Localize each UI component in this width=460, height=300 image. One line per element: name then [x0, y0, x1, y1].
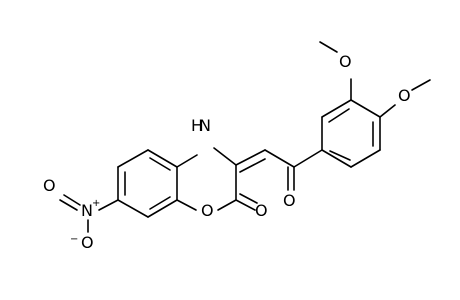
lactone-carbonyl — [235, 193, 258, 211]
nitro-oxygen-top-label: O — [43, 176, 56, 195]
oxazinone-ring — [176, 147, 237, 211]
methoxy-groups — [319, 41, 431, 118]
methoxy-oxygen-3-label: O — [339, 52, 352, 71]
nitro-nitrogen-label: N — [81, 201, 93, 220]
benzo-ring — [117, 149, 178, 218]
nitro-oxygen-minus-label: O — [81, 233, 94, 252]
vinyl-ketone-linker — [235, 149, 323, 191]
lactone-oxygen-label: O — [255, 201, 268, 220]
nitro-group — [59, 194, 119, 233]
methoxy-oxygen-4-label: O — [398, 86, 411, 105]
nitro-plus-charge: + — [92, 198, 100, 209]
ring-oxygen-label: O — [201, 201, 214, 220]
nh-nitrogen-label: N — [199, 116, 211, 135]
dimethoxyphenyl-ring — [321, 99, 381, 168]
ketone-oxygen-label: O — [283, 191, 296, 210]
nh-hydrogen-label: H — [191, 116, 203, 135]
nitro-minus-charge: − — [70, 234, 78, 245]
